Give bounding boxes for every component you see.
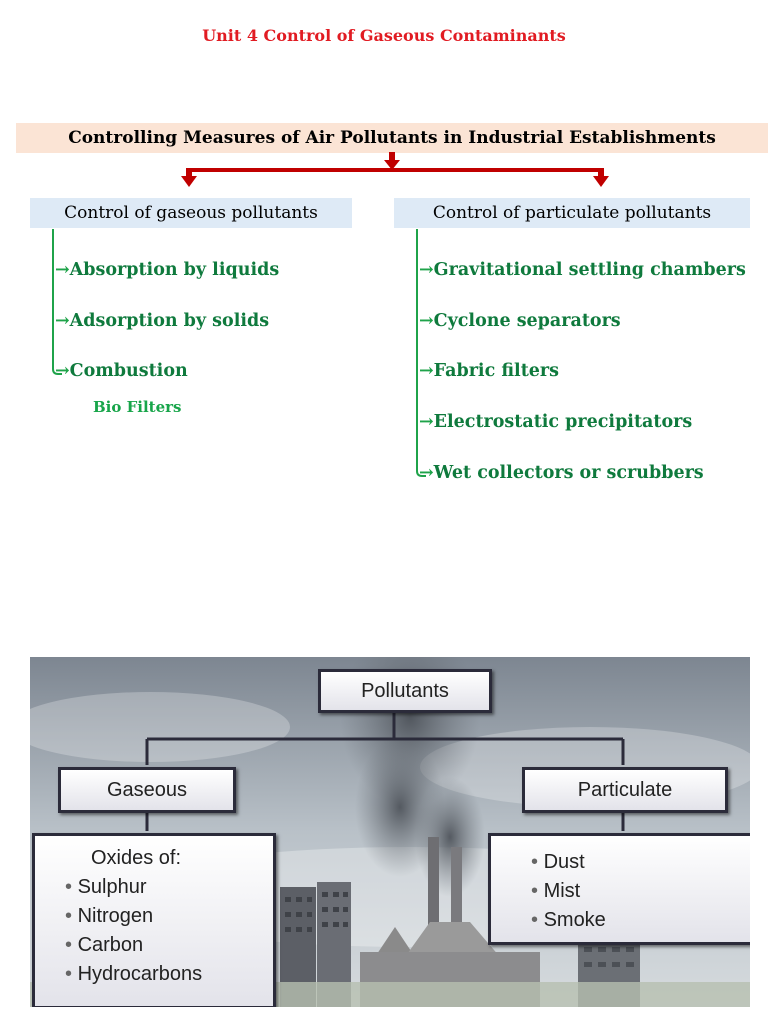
gaseous-item: →Absorption by liquids: [55, 260, 280, 280]
arrow-right-icon: →: [419, 412, 434, 432]
arrow-right-icon: →: [55, 311, 70, 331]
particulate-item: →Cyclone separators: [419, 311, 621, 331]
arrow-right-icon: →: [55, 361, 70, 381]
main-heading: Controlling Measures of Air Pollutants i…: [16, 123, 768, 153]
tree-lines: [52, 229, 426, 477]
list-item: • Carbon: [65, 934, 144, 956]
list-item: • Dust: [531, 851, 585, 873]
particulate-types-list: • Dust • Mist • Smoke: [488, 833, 750, 945]
arrow-right-icon: →: [419, 361, 434, 381]
gaseous-item: →Adsorption by solids: [55, 311, 270, 331]
gaseous-types-list: Oxides of: • Sulphur • Nitrogen • Carbon…: [32, 833, 276, 1007]
particulate-control-box: Control of particulate pollutants: [394, 198, 750, 228]
list-item: • Smoke: [531, 909, 606, 931]
list-item: • Nitrogen: [65, 905, 154, 927]
list-item: • Hydrocarbons: [65, 963, 203, 985]
page-title: Unit 4 Control of Gaseous Contaminants: [202, 26, 566, 45]
arrow-right-icon: →: [419, 260, 434, 280]
arrow-right-icon: →: [419, 463, 434, 483]
pollutants-box: Pollutants: [318, 669, 492, 713]
branch-arrows: [181, 152, 609, 187]
particulate-item: →Wet collectors or scrubbers: [419, 463, 704, 483]
particulate-box: Particulate: [522, 767, 728, 813]
gaseous-control-box: Control of gaseous pollutants: [30, 198, 352, 228]
pollutants-diagram-image: Pollutants Gaseous Particulate Oxides of…: [30, 657, 750, 1007]
arrow-right-icon: →: [55, 260, 70, 280]
particulate-item: →Gravitational settling chambers: [419, 260, 746, 280]
particulate-item: →Electrostatic precipitators: [419, 412, 693, 432]
arrow-right-icon: →: [419, 311, 434, 331]
gaseous-box: Gaseous: [58, 767, 236, 813]
bio-filters-note: Bio Filters: [93, 398, 182, 416]
gaseous-item: →Combustion: [55, 361, 188, 381]
list-item: • Sulphur: [65, 876, 147, 898]
list-item: • Mist: [531, 880, 581, 902]
particulate-item: →Fabric filters: [419, 361, 559, 381]
